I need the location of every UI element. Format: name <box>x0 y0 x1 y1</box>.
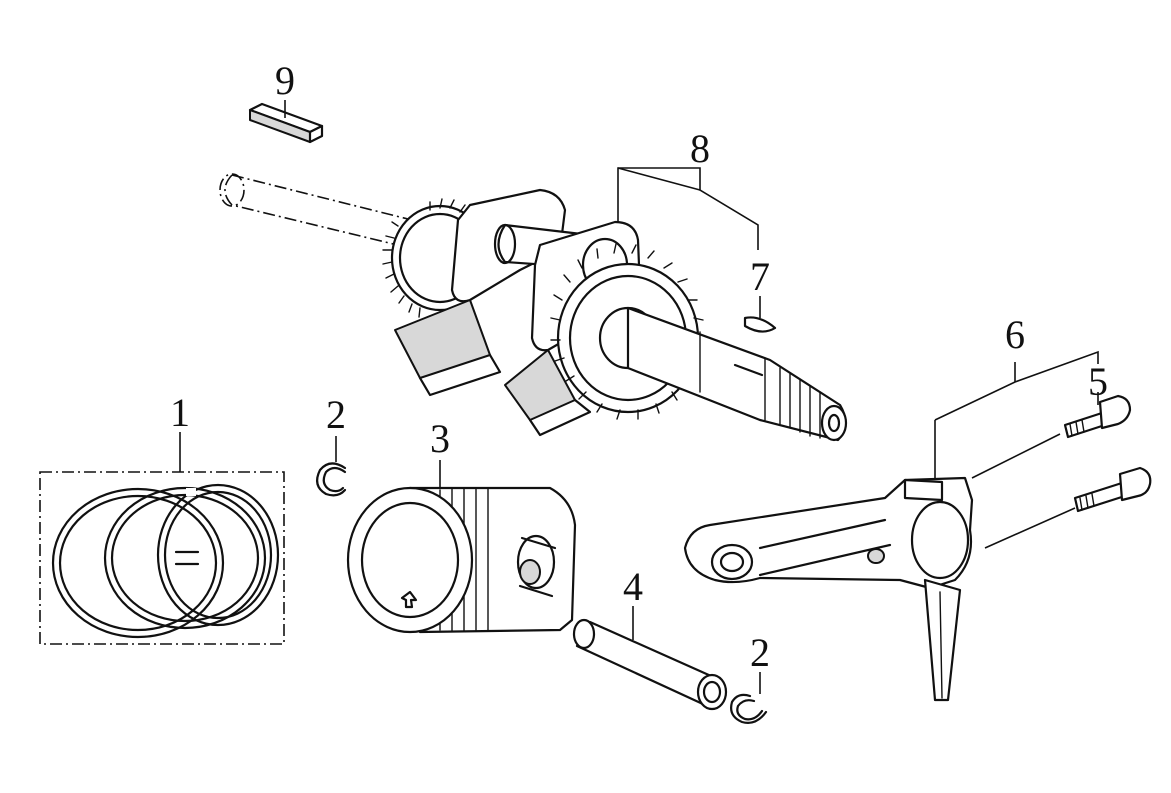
callout-1: 1 <box>170 390 190 435</box>
piston-rings-icon <box>39 471 285 645</box>
circlip-icon <box>315 462 768 724</box>
bolt-icon <box>1063 394 1152 513</box>
callout-2-right: 2 <box>750 630 770 675</box>
callout-7: 7 <box>750 254 770 299</box>
piston-icon <box>346 486 577 634</box>
callout-5: 5 <box>1088 359 1108 404</box>
woodruff-key-icon <box>743 316 777 333</box>
key-icon <box>248 102 324 144</box>
callout-2-left: 2 <box>326 392 346 437</box>
callout-8: 8 <box>690 126 710 171</box>
callout-6: 6 <box>1005 312 1025 357</box>
piston-pin-icon <box>572 618 728 711</box>
connecting-rod-icon <box>683 476 974 702</box>
callout-9: 9 <box>275 58 295 103</box>
callout-3: 3 <box>430 416 450 461</box>
callout-4: 4 <box>623 564 643 609</box>
crankshaft-icon <box>219 173 848 442</box>
